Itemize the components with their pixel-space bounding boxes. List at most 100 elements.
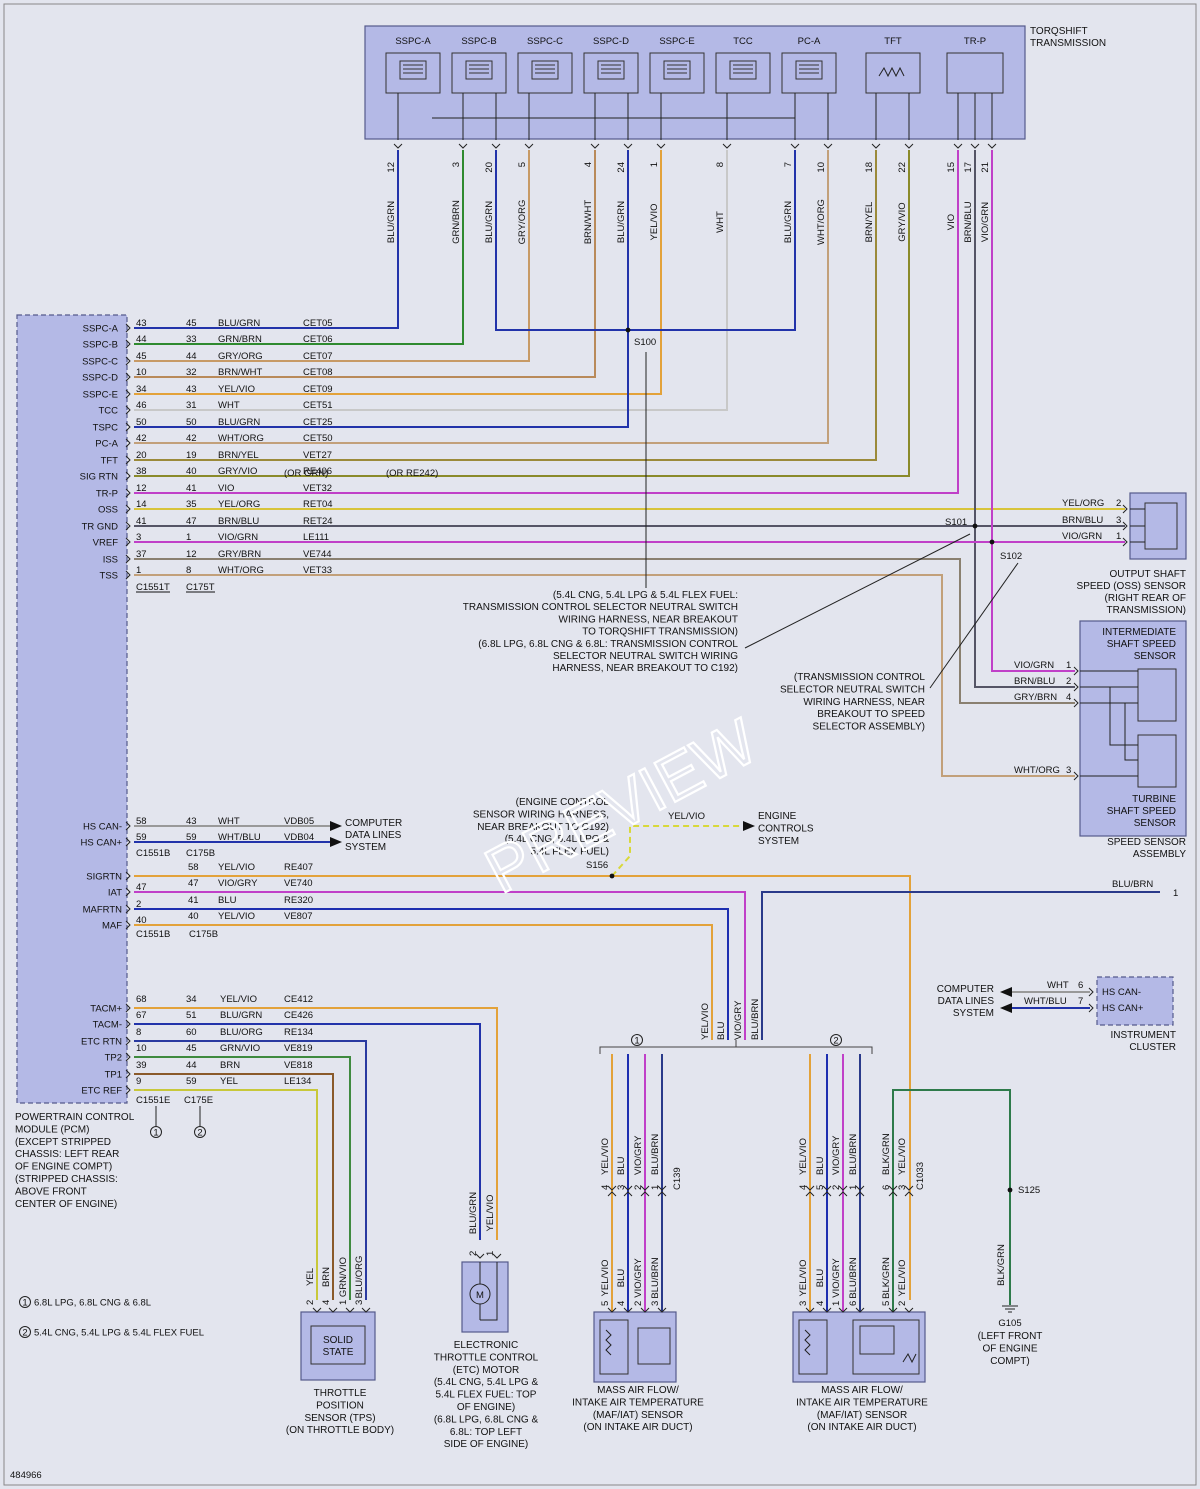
pcm-wire-color: WHT/ORG xyxy=(218,565,264,576)
pcm-wire-color: VIO xyxy=(218,483,234,494)
pcm-pin-number: 34 xyxy=(136,384,147,395)
tps-inner xyxy=(310,1325,366,1365)
speed-assembly-label-line: SPEED SENSOR xyxy=(1107,837,1186,848)
cluster-computer-data-line: COMPUTER xyxy=(937,984,994,995)
maf2-connector-id: C1033 xyxy=(915,1162,926,1190)
pcm-pin-number-2: 43 xyxy=(186,816,197,827)
wire-sspc-b xyxy=(134,150,464,345)
maf2-top-pin: 1 xyxy=(848,1185,859,1190)
transmission-pin xyxy=(987,143,997,149)
pcm-connector-pin xyxy=(125,471,131,481)
etc-label-line: THROTTLE CONTROL xyxy=(434,1352,539,1363)
pcm-pin-label: ETC REF xyxy=(81,1086,122,1097)
transmission-component-label: TFT xyxy=(884,36,902,47)
pcm-pin-label: TACM- xyxy=(93,1020,122,1031)
maf1-label-line: MASS AIR FLOW/ xyxy=(597,1385,679,1396)
pcm-box xyxy=(16,314,128,1104)
pcm-pin-number-2: 44 xyxy=(186,351,197,362)
cluster-wire-color: WHT/BLU xyxy=(1024,996,1067,1007)
pcm-pin-number: 41 xyxy=(136,516,147,527)
transmission-pin xyxy=(871,143,881,149)
pcm-wire-color: YEL xyxy=(220,1076,238,1087)
pcm-label-line: POWERTRAIN CONTROL xyxy=(15,1112,135,1123)
pcm-circuit-id: VET33 xyxy=(303,565,332,576)
pcm-pin-label: SSPC-A xyxy=(83,324,119,335)
variant-marker xyxy=(19,1326,31,1338)
pcm-pin-number-2: 41 xyxy=(188,895,199,906)
blu-brn-pin: 1 xyxy=(1173,888,1178,899)
etc-label-line: 5.4L FLEX FUEL: TOP xyxy=(436,1390,537,1401)
tps-pin: 4 xyxy=(321,1300,332,1305)
pcm-pin-label: VREF xyxy=(93,538,119,549)
cluster-pin-label: HS CAN+ xyxy=(1102,1003,1144,1014)
speed-wire-color: BRN/BLU xyxy=(1014,676,1055,687)
wire-tacm-plus xyxy=(134,1007,498,1240)
note-s102-line: BREAKOUT TO SPEED xyxy=(817,709,925,720)
coil-body xyxy=(531,60,559,80)
pcm-pin-number-2: 58 xyxy=(188,862,199,873)
ground-symbol xyxy=(1002,1305,1018,1313)
coil-body xyxy=(663,60,691,80)
sigrtn-alt-circuit: (OR RE242) xyxy=(386,468,438,479)
maf2-element xyxy=(804,1329,811,1356)
pcm-pin-number-2: 31 xyxy=(186,400,197,411)
transmission-wire-color: BLU/GRN xyxy=(386,201,397,243)
pcm-pin-label: PC-A xyxy=(95,439,118,450)
oss-label-line: TRANSMISSION) xyxy=(1107,605,1186,616)
wire-sspc-d xyxy=(134,150,596,378)
engine-controls-label-line: SYSTEM xyxy=(758,836,799,847)
maf2-top-pin: 3 xyxy=(897,1185,908,1190)
tps-wire-color: GRN/VIO xyxy=(338,1257,349,1297)
cluster-computer-data-line: SYSTEM xyxy=(953,1008,994,1019)
leader xyxy=(744,533,971,649)
pcm-circuit-id: LE111 xyxy=(303,532,329,543)
maf2-hotwire xyxy=(798,1319,828,1375)
variant-marker-number: 2 xyxy=(197,1128,202,1139)
pcm-label-line: MODULE (PCM) xyxy=(15,1124,89,1135)
tps-pin: 2 xyxy=(305,1300,316,1305)
note-s102-line: (TRANSMISSION CONTROL xyxy=(794,672,926,683)
note-s156-line: (5.4L CNG, 5.4L LPG & xyxy=(505,834,610,845)
pcm-pin-label: IAT xyxy=(108,888,122,899)
etc-wire-color: YEL/VIO xyxy=(485,1195,496,1232)
variant-legend-text: 6.8L LPG, 6.8L CNG & 6.8L xyxy=(34,1298,151,1309)
maf1-label-line: INTAKE AIR TEMPERATURE xyxy=(572,1397,704,1408)
pcm-pin-label: SSPC-C xyxy=(82,357,118,368)
pcm-connector-pin xyxy=(125,871,131,881)
cluster-pin xyxy=(1088,1003,1094,1013)
pcm-pin-label: TCC xyxy=(98,406,118,417)
wire-tp1 xyxy=(134,1073,334,1300)
note-s100-line: HARNESS, NEAR BREAKOUT TO C192) xyxy=(552,663,738,674)
pcm-connector-pin xyxy=(125,821,131,831)
pcm-pin-number: 59 xyxy=(136,832,147,843)
transmission-pin-number: 21 xyxy=(980,162,991,173)
wire-iat xyxy=(134,891,746,1040)
s102-splice-dot xyxy=(989,539,995,545)
pcm-wire-color: YEL/VIO xyxy=(220,994,257,1005)
etc-label-line: ELECTRONIC xyxy=(454,1340,518,1351)
pcm-wire-color: WHT/BLU xyxy=(218,832,261,843)
ground-location-line: OF ENGINE xyxy=(982,1343,1037,1354)
s125-label: S125 xyxy=(1018,1185,1040,1196)
pcm-pin-number-2: 8 xyxy=(186,565,191,576)
pcm-pin-number: 58 xyxy=(136,816,147,827)
pcm-connector-pin xyxy=(125,488,131,498)
connector-id: C1551E xyxy=(136,1095,170,1106)
pcm-pin-number: 12 xyxy=(136,483,147,494)
pcm-circuit-id: RE320 xyxy=(284,895,313,906)
wire-tp2 xyxy=(134,1056,351,1300)
pcm-circuit-id: RET04 xyxy=(303,499,333,510)
speed-assembly-pin xyxy=(1073,666,1079,676)
s156-label: S156 xyxy=(586,860,608,871)
pcm-wire-color: WHT xyxy=(218,816,240,827)
pcm-wire-color: WHT xyxy=(218,400,240,411)
sigrtn-alt-color: (OR GRN) xyxy=(284,468,328,479)
pcm-pin-number: 14 xyxy=(136,499,147,510)
wire-engine-controls xyxy=(611,825,745,877)
note-s102-line: WIRING HARNESS, NEAR xyxy=(803,697,925,708)
ground-wire-color: BLK/GRN xyxy=(996,1244,1007,1286)
pcm-wire-color: YEL/VIO xyxy=(218,384,255,395)
transmission-pin-number: 12 xyxy=(386,162,397,173)
oss-pin xyxy=(1122,521,1128,531)
maf1-bottom-wire-color: VIO/GRY xyxy=(633,1258,644,1298)
